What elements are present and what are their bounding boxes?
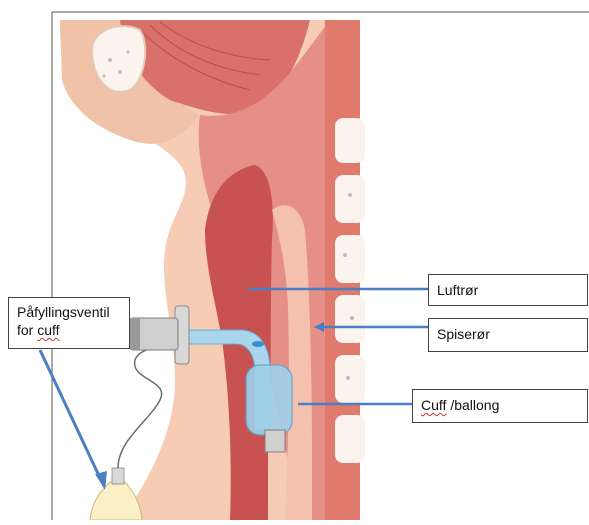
label-esophagus: Spiserør xyxy=(428,318,588,352)
label-valve-line2: for cuff xyxy=(17,321,121,339)
label-trachea: Luftrør xyxy=(428,274,588,306)
label-valve-line2-word: cuff xyxy=(37,322,59,338)
label-valve-line1: Påfyllingsventil xyxy=(17,303,121,321)
label-esophagus-text: Spiserør xyxy=(437,326,490,342)
label-balloon-word: /ballong xyxy=(450,397,499,413)
label-cuff-word: Cuff xyxy=(421,397,446,413)
label-cuff: Cuff /ballong xyxy=(412,389,588,423)
label-trachea-text: Luftrør xyxy=(437,282,478,298)
label-valve: Påfyllingsventil for cuff xyxy=(8,297,130,349)
syringe-bulb xyxy=(90,482,142,520)
label-valve-line2-prefix: for xyxy=(17,322,37,338)
valve-arrow xyxy=(40,350,100,478)
